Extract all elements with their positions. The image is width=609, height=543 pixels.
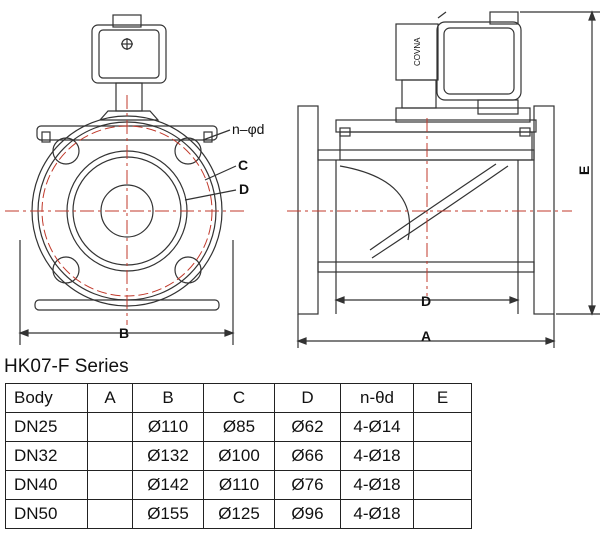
front-coil-nut bbox=[112, 14, 142, 28]
table-cell bbox=[87, 441, 133, 471]
table-cell: Ø110 bbox=[203, 470, 275, 500]
label-b: B bbox=[119, 325, 129, 341]
label-c: C bbox=[238, 157, 248, 173]
side-centerlines bbox=[287, 118, 572, 296]
header-n-theta-d: n-θd bbox=[340, 383, 414, 413]
side-right-flange bbox=[533, 105, 555, 315]
table-row: DN50 Ø155 Ø125 Ø96 4-Ø18 bbox=[5, 499, 472, 529]
front-centerlines bbox=[5, 95, 245, 325]
header-e: E bbox=[413, 383, 472, 413]
table-cell: Ø155 bbox=[132, 499, 204, 529]
side-left-flange bbox=[297, 105, 319, 315]
table-cell: Ø62 bbox=[274, 412, 341, 442]
table-cell: Ø100 bbox=[203, 441, 275, 471]
table-cell: 4-Ø18 bbox=[340, 499, 414, 529]
table-cell: Ø110 bbox=[132, 412, 204, 442]
valve-technical-drawing: n–φd C D B D A E COVNA bbox=[5, 10, 600, 348]
bolt-hole bbox=[174, 256, 202, 284]
header-a: A bbox=[87, 383, 133, 413]
header-body: Body bbox=[5, 383, 88, 413]
bolt-hole bbox=[174, 137, 202, 165]
header-c: C bbox=[203, 383, 275, 413]
bolt-hole bbox=[52, 256, 80, 284]
table-row: DN32 Ø132 Ø100 Ø66 4-Ø18 bbox=[5, 441, 472, 471]
table-cell: 4-Ø18 bbox=[340, 441, 414, 471]
label-a: A bbox=[421, 328, 431, 344]
label-d-front: D bbox=[239, 181, 249, 197]
table-cell: DN25 bbox=[5, 412, 88, 442]
table-cell: Ø76 bbox=[274, 470, 341, 500]
table-cell: DN50 bbox=[5, 499, 88, 529]
table-cell bbox=[413, 470, 472, 500]
table-row: DN25 Ø110 Ø85 Ø62 4-Ø14 bbox=[5, 412, 472, 442]
table-cell: DN40 bbox=[5, 470, 88, 500]
label-e: E bbox=[576, 166, 592, 175]
table-cell bbox=[413, 499, 472, 529]
side-coil-body bbox=[436, 21, 522, 101]
header-d: D bbox=[274, 383, 341, 413]
table-cell bbox=[87, 499, 133, 529]
table-row: DN40 Ø142 Ø110 Ø76 4-Ø18 bbox=[5, 470, 472, 500]
table-cell: 4-Ø14 bbox=[340, 412, 414, 442]
side-view bbox=[296, 10, 600, 348]
table-cell: Ø96 bbox=[274, 499, 341, 529]
table-cell: Ø66 bbox=[274, 441, 341, 471]
table-cell: Ø85 bbox=[203, 412, 275, 442]
front-coil-body bbox=[91, 24, 167, 84]
bolt-hole bbox=[52, 137, 80, 165]
header-b: B bbox=[132, 383, 204, 413]
table-cell bbox=[413, 441, 472, 471]
table-cell bbox=[87, 412, 133, 442]
table-cell: Ø142 bbox=[132, 470, 204, 500]
table-header-row: Body A B C D n-θd E bbox=[5, 383, 472, 413]
table-cell: Ø125 bbox=[203, 499, 275, 529]
table-cell bbox=[87, 470, 133, 500]
dimension-table: Body A B C D n-θd E DN25 Ø110 Ø85 Ø62 4-… bbox=[5, 383, 472, 529]
series-title: HK07-F Series bbox=[4, 356, 129, 377]
coil-brand-text: COVNA bbox=[413, 37, 422, 66]
label-d-side: D bbox=[421, 293, 431, 309]
table-cell bbox=[413, 412, 472, 442]
table-cell: Ø132 bbox=[132, 441, 204, 471]
side-coil-nut bbox=[489, 11, 519, 25]
table-cell: DN32 bbox=[5, 441, 88, 471]
label-n-phi-d: n–φd bbox=[232, 121, 264, 137]
table-cell: 4-Ø18 bbox=[340, 470, 414, 500]
